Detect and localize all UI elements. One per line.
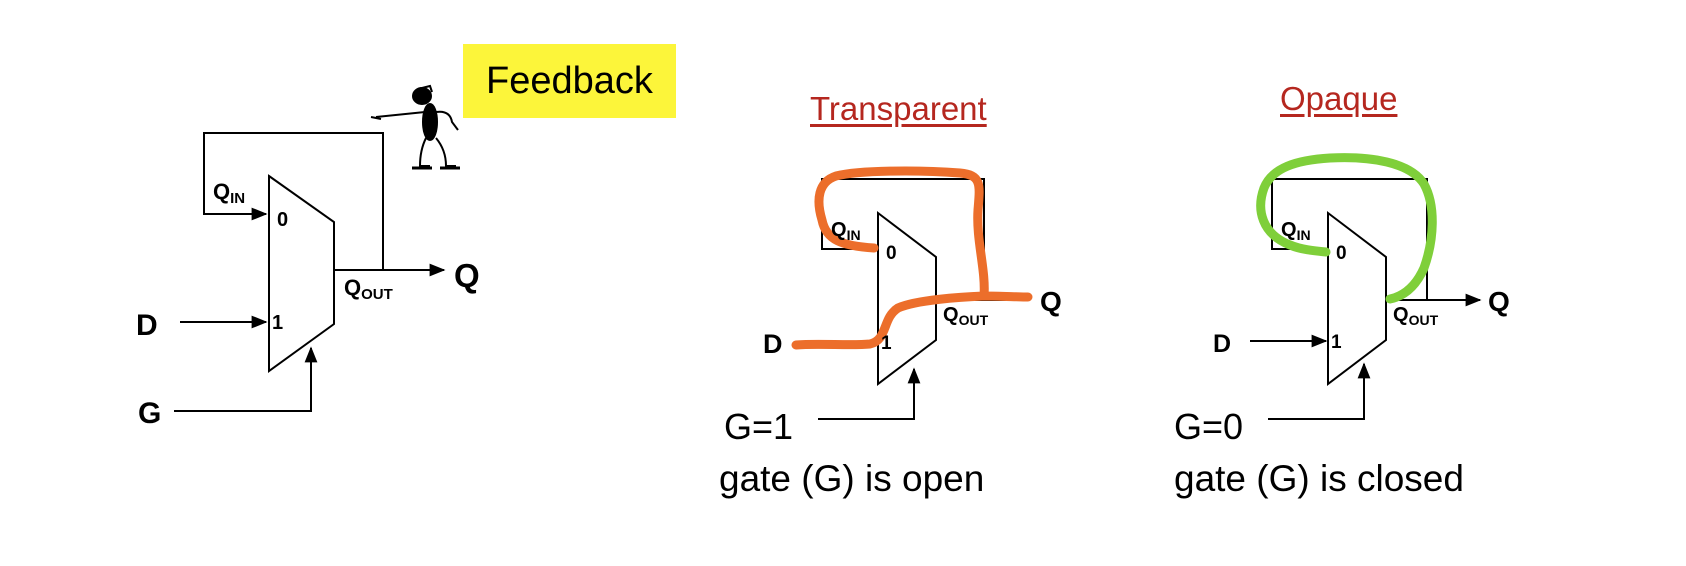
feedback-wire-transparent bbox=[821, 178, 985, 300]
g-wire-opaque bbox=[1268, 362, 1371, 420]
transparent-gate-state: gate (G) is open bbox=[719, 458, 985, 499]
q-in-label-opaque: QIN bbox=[1281, 219, 1311, 243]
d-label-left: D bbox=[136, 309, 158, 342]
feedback-latch-diagram: QIN 0 1 QOUT Q D G bbox=[136, 132, 480, 430]
input-0-label-left: 0 bbox=[277, 209, 288, 231]
input-0-label-transparent: 0 bbox=[886, 243, 897, 264]
transparent-heading: Transparent bbox=[810, 90, 987, 127]
g-wire-left bbox=[174, 346, 318, 412]
feedback-callout: Feedback bbox=[463, 44, 676, 118]
transparent-signal-path bbox=[791, 166, 1033, 350]
q-in-label-transparent: QIN bbox=[831, 219, 861, 243]
opaque-heading: Opaque bbox=[1280, 80, 1398, 117]
q-out-label-left: QOUT bbox=[344, 275, 393, 303]
q-out-label-opaque: QOUT bbox=[1393, 304, 1439, 328]
g-wire-transparent bbox=[818, 367, 921, 420]
input-1-label-transparent: 1 bbox=[881, 333, 892, 354]
opaque-gate-state: gate (G) is closed bbox=[1174, 458, 1464, 499]
q-label-opaque: Q bbox=[1488, 286, 1510, 317]
opaque-signal-path bbox=[1256, 153, 1437, 304]
opaque-latch-diagram: QIN 0 1 QOUT Q D bbox=[1213, 153, 1510, 420]
q-out-label-transparent: QOUT bbox=[943, 304, 989, 328]
g-label-left: G bbox=[138, 397, 161, 430]
opaque-gate-value: G=0 bbox=[1174, 406, 1244, 447]
input-1-label-left: 1 bbox=[272, 312, 283, 334]
transparent-latch-diagram: QIN 0 1 QOUT Q D bbox=[763, 166, 1062, 420]
q-label-transparent: Q bbox=[1040, 286, 1062, 317]
transparent-gate-value: G=1 bbox=[724, 406, 794, 447]
mux-transparent bbox=[877, 210, 937, 387]
input-0-label-opaque: 0 bbox=[1336, 243, 1347, 264]
feedback-wire-left bbox=[203, 132, 384, 270]
input-1-label-opaque: 1 bbox=[1331, 332, 1342, 353]
d-label-transparent: D bbox=[763, 329, 783, 359]
mux-left bbox=[268, 174, 335, 373]
q-in-label-left: QIN bbox=[213, 179, 245, 207]
mux-opaque bbox=[1327, 210, 1387, 387]
d-label-opaque: D bbox=[1213, 330, 1231, 358]
q-label-left: Q bbox=[454, 257, 480, 294]
stick-figure-pointing-icon bbox=[370, 84, 460, 170]
